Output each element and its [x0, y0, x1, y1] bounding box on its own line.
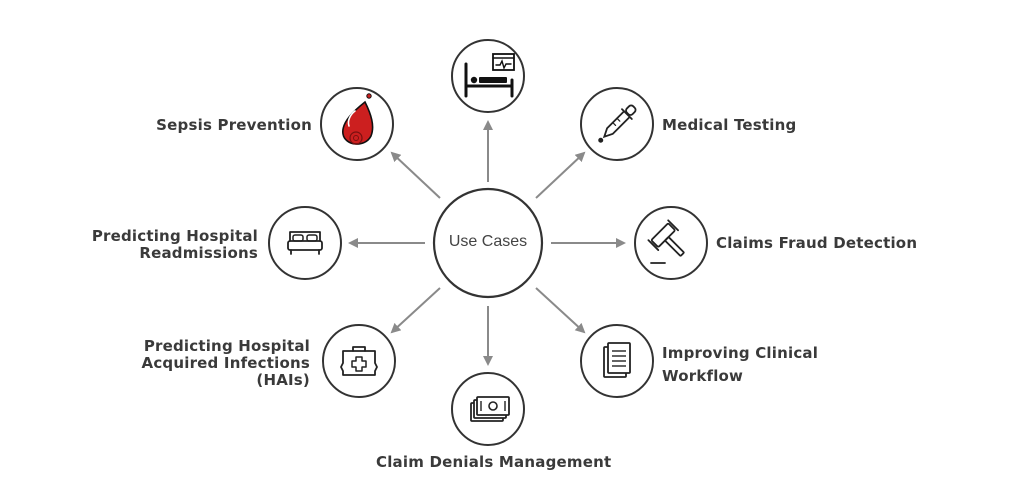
- money-icon: [470, 396, 510, 422]
- label-claims-fraud: Claims Fraud Detection: [716, 234, 918, 252]
- arrow-to-clinical-workflow: [535, 287, 586, 334]
- hospital-bed-monitor-icon: [464, 53, 515, 98]
- label-hais: Predicting Hospital Acquired Infections …: [141, 337, 310, 389]
- node-hospital-care: [451, 39, 525, 113]
- arrow-to-sepsis: [390, 151, 441, 199]
- arrow-to-medical-testing: [535, 151, 586, 199]
- label-sepsis: Sepsis Prevention: [156, 116, 312, 134]
- medical-kit-icon: [340, 346, 378, 376]
- node-claims-fraud: [634, 206, 708, 280]
- connector-arrows: [348, 120, 626, 366]
- bed-icon: [287, 231, 323, 255]
- center-node: [432, 187, 544, 299]
- arrow-to-hais: [390, 287, 441, 334]
- gavel-icon: [647, 219, 685, 264]
- outer-nodes: [268, 39, 708, 446]
- node-hais: [322, 324, 396, 398]
- label-medical-testing: Medical Testing: [662, 116, 797, 134]
- blood-drop-icon: [342, 93, 374, 145]
- label-readmissions: Predicting Hospital Readmissions: [91, 227, 258, 262]
- label-claim-denials: Claim Denials Management: [376, 453, 612, 471]
- label-clinical-workflow: Improving Clinical Workflow: [662, 344, 819, 385]
- node-readmissions: [268, 206, 342, 280]
- center-label: Use Cases: [448, 233, 528, 250]
- dropper-icon: [598, 104, 637, 143]
- document-icon: [603, 342, 631, 378]
- node-medical-testing: [580, 87, 654, 161]
